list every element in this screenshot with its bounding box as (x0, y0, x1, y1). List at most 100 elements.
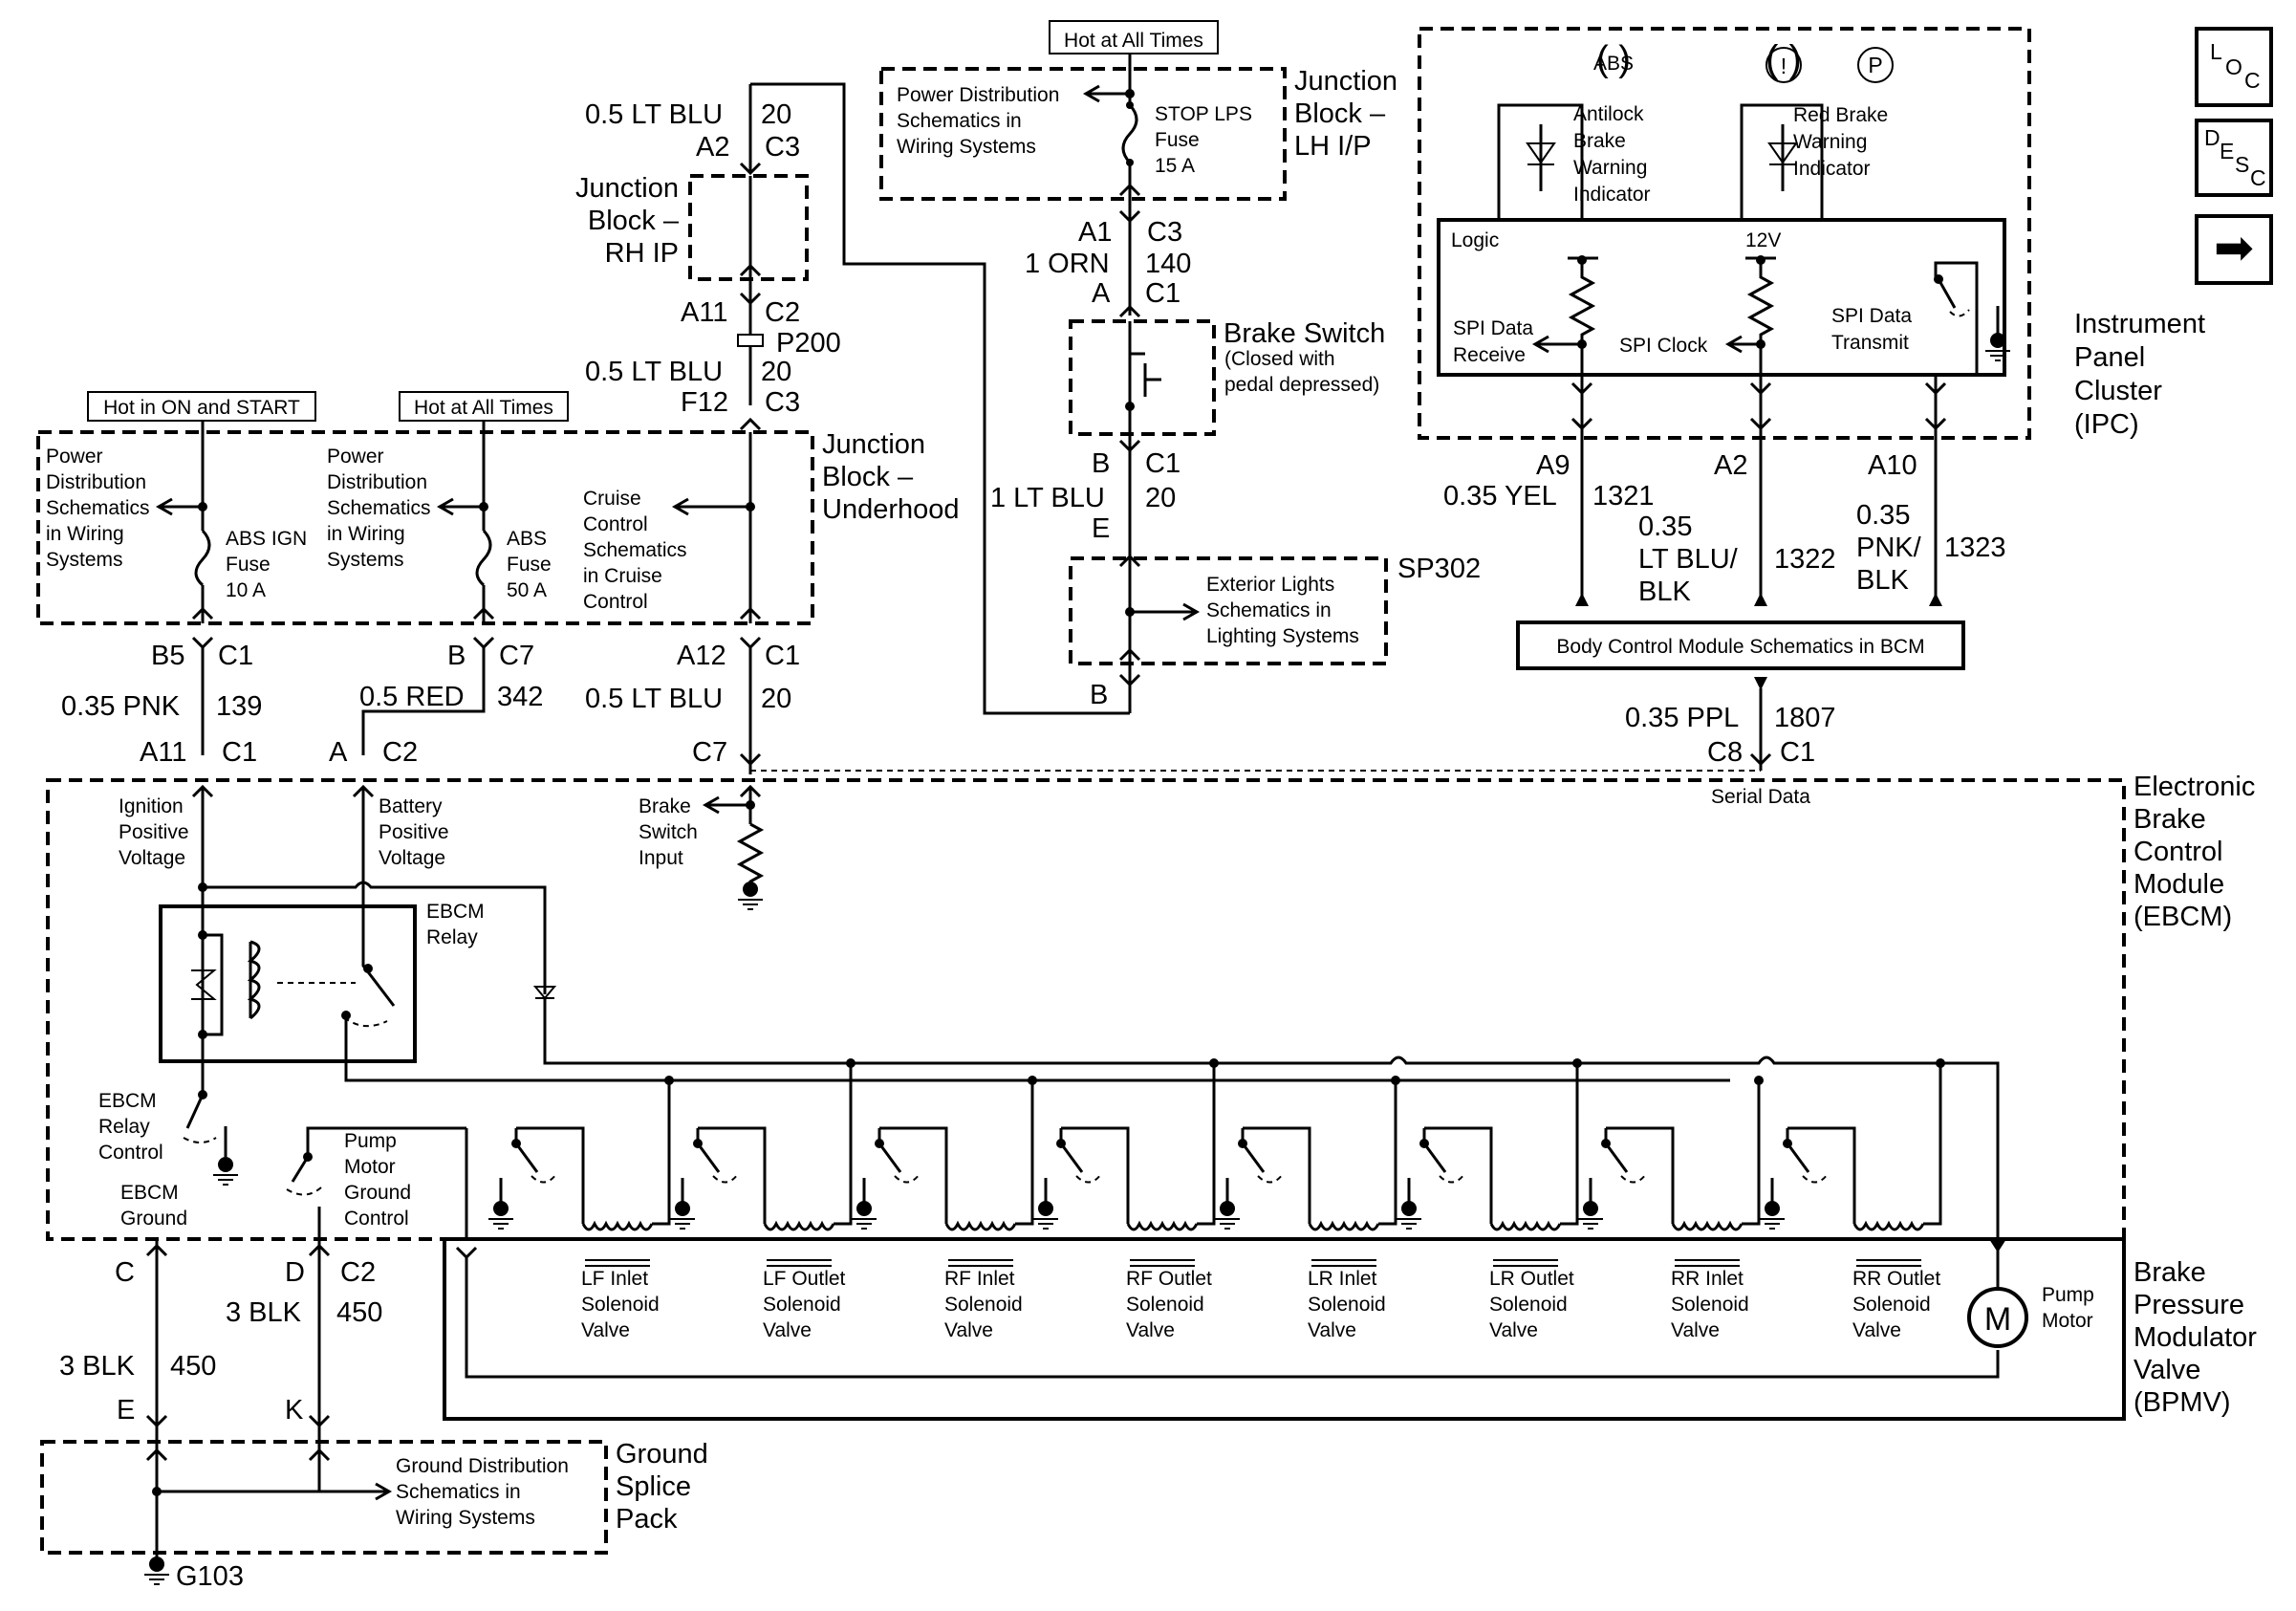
text-line: EBCM (98, 1090, 157, 1112)
pin-c1: C1 (765, 641, 800, 671)
text-line: LT BLU/ (1638, 544, 1739, 575)
text-line: Fuse (226, 554, 271, 576)
text-line: Solenoid (581, 1294, 660, 1316)
pin-c1: C1 (218, 641, 253, 671)
text-line: Valve (944, 1319, 993, 1341)
hot-label: Hot at All Times (1064, 30, 1203, 52)
pin-e: E (1092, 513, 1110, 544)
ground-icon (1396, 1200, 1422, 1230)
text-line: Distribution (327, 471, 427, 493)
wire-gauge: 1 ORN (1025, 249, 1110, 279)
valve-switch (877, 1128, 902, 1173)
switch-contact (1419, 1139, 1429, 1148)
pin-c1: C1 (1780, 737, 1815, 768)
warn-symbol: ! (1781, 54, 1787, 78)
pin-a: A (1092, 278, 1111, 309)
circuit-number: 20 (761, 357, 791, 387)
pin-c3: C3 (765, 132, 800, 163)
abs-icon: ( ) (1596, 39, 1631, 79)
text-line: 10 A (226, 579, 266, 601)
circuit-number: 20 (1145, 483, 1176, 513)
location-button[interactable]: L O C (2195, 27, 2273, 107)
text-line: Warning (1573, 157, 1647, 179)
12v-label: 12V (1745, 229, 1781, 251)
text-line: Valve (763, 1319, 812, 1341)
solenoid-coil (1126, 1220, 1199, 1231)
circuit-number: 1322 (1774, 544, 1836, 575)
loc-letter: L (2210, 39, 2222, 64)
text-line: ABS IGN (226, 528, 307, 550)
valve-supply (1015, 1080, 1034, 1226)
switch-contact (1056, 1139, 1066, 1148)
description-button[interactable]: D E S C (2195, 119, 2273, 197)
wire-gauge: 3 BLK (226, 1297, 302, 1328)
pin-c2: C2 (382, 737, 418, 768)
wire-gauge: 3 BLK (59, 1351, 136, 1382)
text-line: Solenoid (1671, 1294, 1749, 1316)
pin-f12: F12 (681, 387, 728, 418)
text-line: Pump (344, 1130, 397, 1152)
valve-supply (1378, 1080, 1397, 1226)
text-line: Motor (344, 1156, 396, 1178)
spi-clock-label: SPI Clock (1619, 335, 1708, 357)
switch-actuator (531, 1173, 557, 1184)
wire-gauge: 0.5 RED (359, 682, 465, 712)
text-line: Valve (1126, 1319, 1175, 1341)
text-line: Ground Distribution (396, 1455, 569, 1477)
text-line: Brake (1573, 130, 1626, 152)
switch-contact (1601, 1139, 1611, 1148)
text-line: Relay (98, 1116, 150, 1138)
text-line: Schematics in (396, 1481, 521, 1503)
text-line: Cruise (583, 488, 641, 510)
text-line: Positive (379, 821, 449, 843)
switch-contact (693, 1139, 703, 1148)
text-line: Panel (2074, 342, 2145, 373)
next-page-button[interactable]: ➡ (2195, 214, 2273, 285)
switch-actuator (712, 1173, 739, 1184)
p200-connector: P200 (776, 328, 841, 359)
circuit-number: 20 (761, 99, 791, 130)
text-line: Block – (588, 206, 680, 236)
circuit-number: 139 (216, 691, 262, 722)
text-line: Transmit (1831, 332, 1909, 354)
pin-c1: C1 (1145, 448, 1180, 479)
arrow-right-icon: ➡ (2214, 221, 2254, 274)
text-line: Fuse (507, 554, 552, 576)
valve-switch (1241, 1128, 1266, 1173)
desc-letter: C (2250, 165, 2266, 190)
pump-motor-icon: M (1984, 1301, 2011, 1338)
text-line: RR Outlet (1852, 1268, 1940, 1290)
junction-dot (1572, 1058, 1582, 1068)
wire-gauge: 0.35 PNK (61, 691, 181, 722)
ground-icon (1759, 1200, 1786, 1230)
junction-dot (1754, 1076, 1764, 1085)
circuit-number: 450 (336, 1297, 382, 1328)
logic-label: Logic (1451, 229, 1499, 251)
junction-dot (1209, 1058, 1219, 1068)
ground-icon (1032, 1200, 1059, 1230)
text-line: Lighting Systems (1206, 625, 1359, 647)
circuit-number: 20 (761, 684, 791, 714)
loc-letter: O (2225, 54, 2242, 79)
pin-c7: C7 (499, 641, 534, 671)
ebcm-feed-wires: 0.35 PNK 139 0.5 RED 342 0.5 LT BLU 20 A… (61, 646, 1761, 774)
text-line: Brake (2134, 1257, 2206, 1288)
text-line: Junction (1294, 66, 1397, 97)
valve-supply (1742, 1080, 1761, 1226)
text-line: LF Outlet (763, 1268, 846, 1290)
pin-e: E (117, 1395, 135, 1426)
pin-c1: C1 (1145, 278, 1180, 309)
pin-b: B (1092, 448, 1110, 479)
text-line: STOP LPS (1155, 103, 1252, 125)
